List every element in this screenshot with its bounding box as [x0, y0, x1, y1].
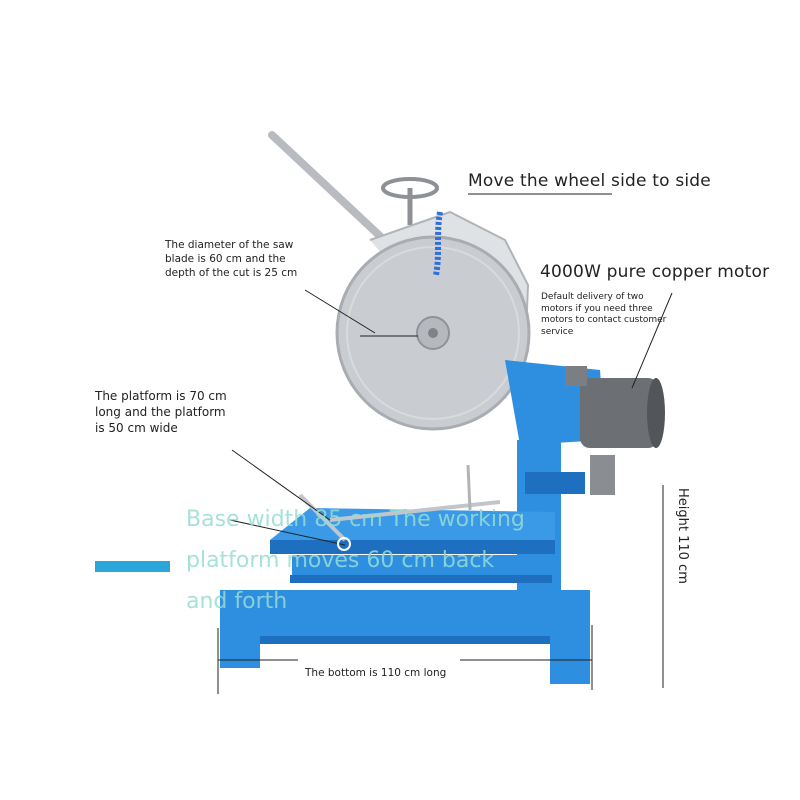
- base-overlay-text: Base width 85 cm The working platform mo…: [186, 507, 525, 614]
- height-label: Height 110 cm: [675, 488, 690, 584]
- lever-handle: [268, 131, 386, 242]
- wheel-label: Move the wheel side to side: [468, 171, 711, 191]
- motor-title-label: 4000W pure copper motor: [540, 262, 770, 282]
- hand-wheel: [381, 177, 439, 225]
- platform-label: The platform is 70 cm long and the platf…: [95, 389, 227, 436]
- base-frame: [220, 590, 590, 684]
- motor-note-label: Default delivery of two motors if you ne…: [541, 292, 667, 338]
- electric-motor: [565, 366, 665, 495]
- blade-label: The diameter of the saw blade is 60 cm a…: [165, 239, 298, 280]
- coolant-pipe: [433, 211, 443, 276]
- loose-bar: [95, 561, 170, 572]
- bottom-length-label: The bottom is 110 cm long: [305, 667, 447, 679]
- annotation-lines: [217, 193, 673, 694]
- working-platform: [270, 508, 555, 540]
